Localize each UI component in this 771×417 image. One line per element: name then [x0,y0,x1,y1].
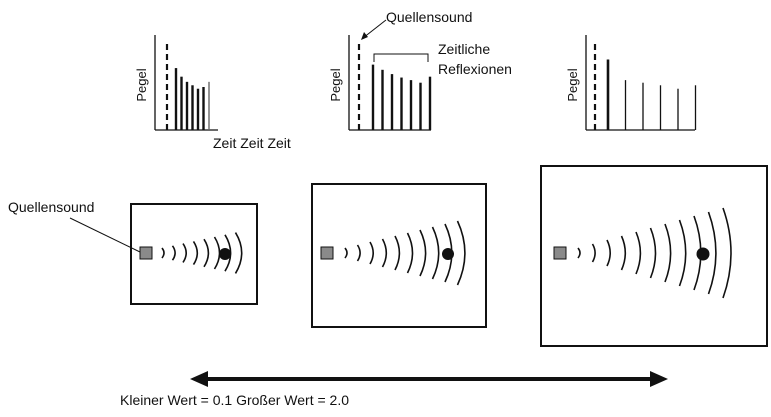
room-large [540,165,768,347]
sound-wave-arc [456,220,466,286]
sound-wave-arc [406,232,414,274]
sound-wave-arc [664,223,672,283]
sound-wave-arc [431,226,440,280]
scale-caption: Kleiner Wert = 0.1 Großer Wert = 2.0 [120,392,349,408]
pegel-label: Pegel [134,68,149,101]
sound-wave-arc [620,235,627,271]
sound-wave-arc [606,239,611,267]
level-plot-small: Pegel [134,35,218,131]
sound-wave-arc [369,241,374,265]
sound-wave-arc [182,243,187,263]
sound-wave-arc [678,219,687,287]
level-plot-medium: Pegel [328,35,431,131]
sound-wave-arc [171,245,176,261]
source-sound-label-top: Quellensound [386,9,472,25]
reflections-bracket [373,53,429,62]
sound-wave-arc [381,238,388,268]
listener-dot [219,248,231,260]
sound-wave-arc [635,231,642,275]
source-pointer-line-top [362,19,387,39]
pegel-label: Pegel [328,68,343,101]
reflections-label-line1: Zeitliche [438,41,490,57]
sound-wave-arc [344,247,348,259]
sound-wave-arc [203,238,210,268]
scale-arrow-right-head [650,371,668,387]
time-axes-label: Zeit Zeit Zeit [213,135,291,151]
level-plot-large: Pegel [565,35,695,131]
source-pointer-line-left [69,217,141,253]
sound-wave-arc [591,243,596,263]
sound-wave-arc [577,247,581,259]
sound-wave-arc [419,229,427,277]
sound-wave-arc [707,211,717,295]
sound-wave-arc [161,247,165,259]
scale-arrow-left-head [190,371,208,387]
source-pointer-arrowhead [361,32,368,40]
reflections-label-line2: Reflexionen [438,61,512,77]
sound-wave-arc [234,232,243,274]
sound-wave-arc [722,207,732,299]
speaker-icon [139,246,153,260]
listener-dot [696,247,710,261]
source-sound-label-left: Quellensound [8,199,94,215]
sound-wave-arc [192,240,199,266]
sound-wave-arc [649,227,657,279]
listener-dot [442,248,454,260]
sound-wave-arc [356,244,361,262]
speaker-icon [320,246,334,260]
pegel-label: Pegel [565,68,580,101]
speaker-icon [553,246,567,260]
sound-wave-arc [394,235,401,271]
